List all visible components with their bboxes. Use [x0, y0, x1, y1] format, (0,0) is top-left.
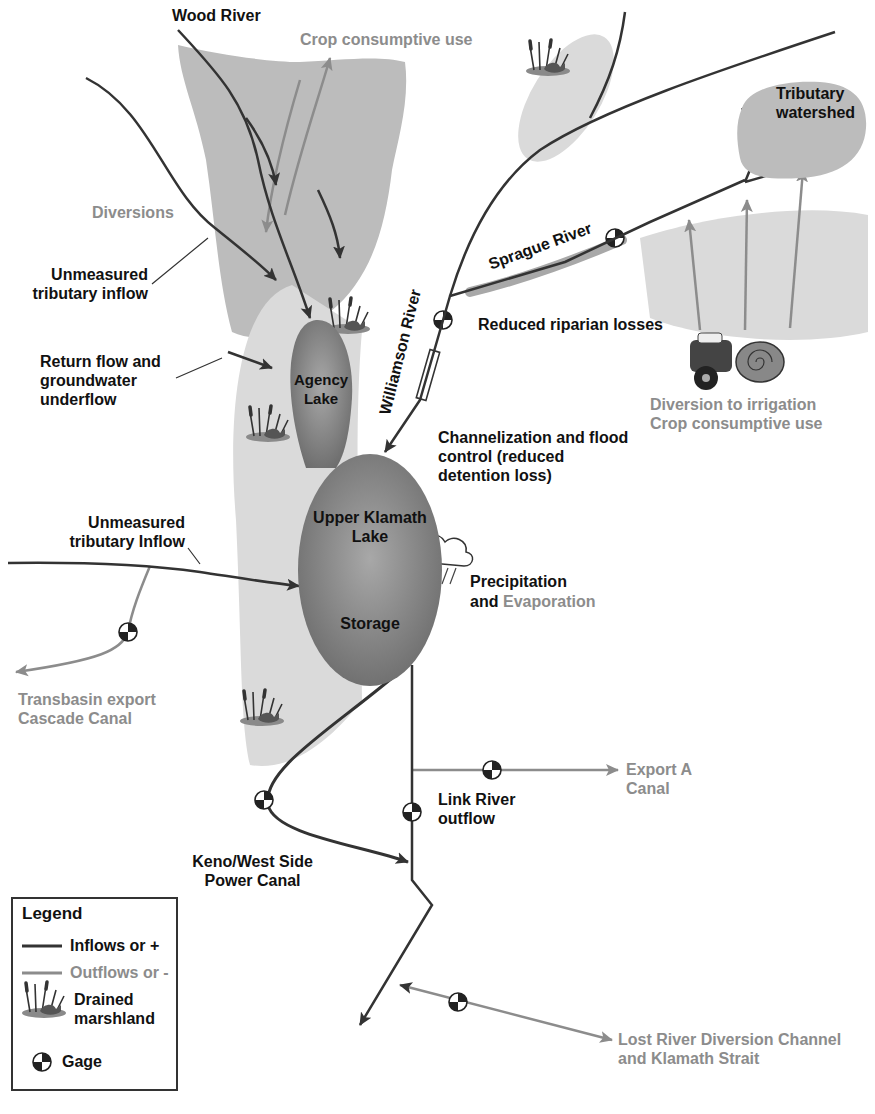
watershed-region: Tributary watershed	[730, 78, 870, 180]
legend-text: Outflows or -	[70, 963, 169, 982]
legend-text: Inflows or +	[70, 936, 159, 955]
map-label: Diversions	[92, 203, 174, 222]
legend-text: Gage	[62, 1052, 102, 1071]
map-label: Unmeasured tributary inflow	[8, 265, 148, 303]
map-label: Channelization and flood control (reduce…	[438, 428, 638, 485]
node-outline	[296, 452, 444, 692]
map-label: Lost River Diversion Channel and Klamath…	[618, 1030, 870, 1068]
map-label: Keno/West Side Power Canal	[185, 852, 320, 890]
lake-shape: Upper Klamath LakeStorage	[296, 452, 444, 692]
map-label: Link River outflow	[438, 790, 538, 828]
legend-text: Drained marshland	[74, 990, 169, 1028]
map-label: Precipitation	[470, 572, 567, 591]
map-label: Unmeasured tributary Inflow	[50, 513, 185, 551]
node-label: Tributary watershed	[776, 84, 866, 122]
map-label: Reduced riparian losses	[478, 315, 663, 334]
node-label: Upper Klamath Lake	[306, 508, 434, 546]
map-label: Sprague River	[486, 219, 594, 274]
map-label: Return flow and groundwater underflow	[40, 352, 172, 409]
lake-shape: Agency Lake	[286, 318, 360, 468]
map-label: Diversion to irrigation Crop consumptive…	[650, 395, 850, 433]
map-label: Wood River	[172, 6, 261, 25]
node-label: Agency Lake	[290, 370, 352, 408]
map-label: Transbasin export Cascade Canal	[18, 690, 198, 728]
map-label: Evaporation	[503, 592, 595, 611]
map-label: Export A Canal	[626, 760, 694, 798]
map-label: and	[470, 592, 498, 611]
legend-title: Legend	[22, 904, 82, 923]
map-label: Crop consumptive use	[300, 30, 472, 49]
node-label: Storage	[306, 614, 434, 633]
